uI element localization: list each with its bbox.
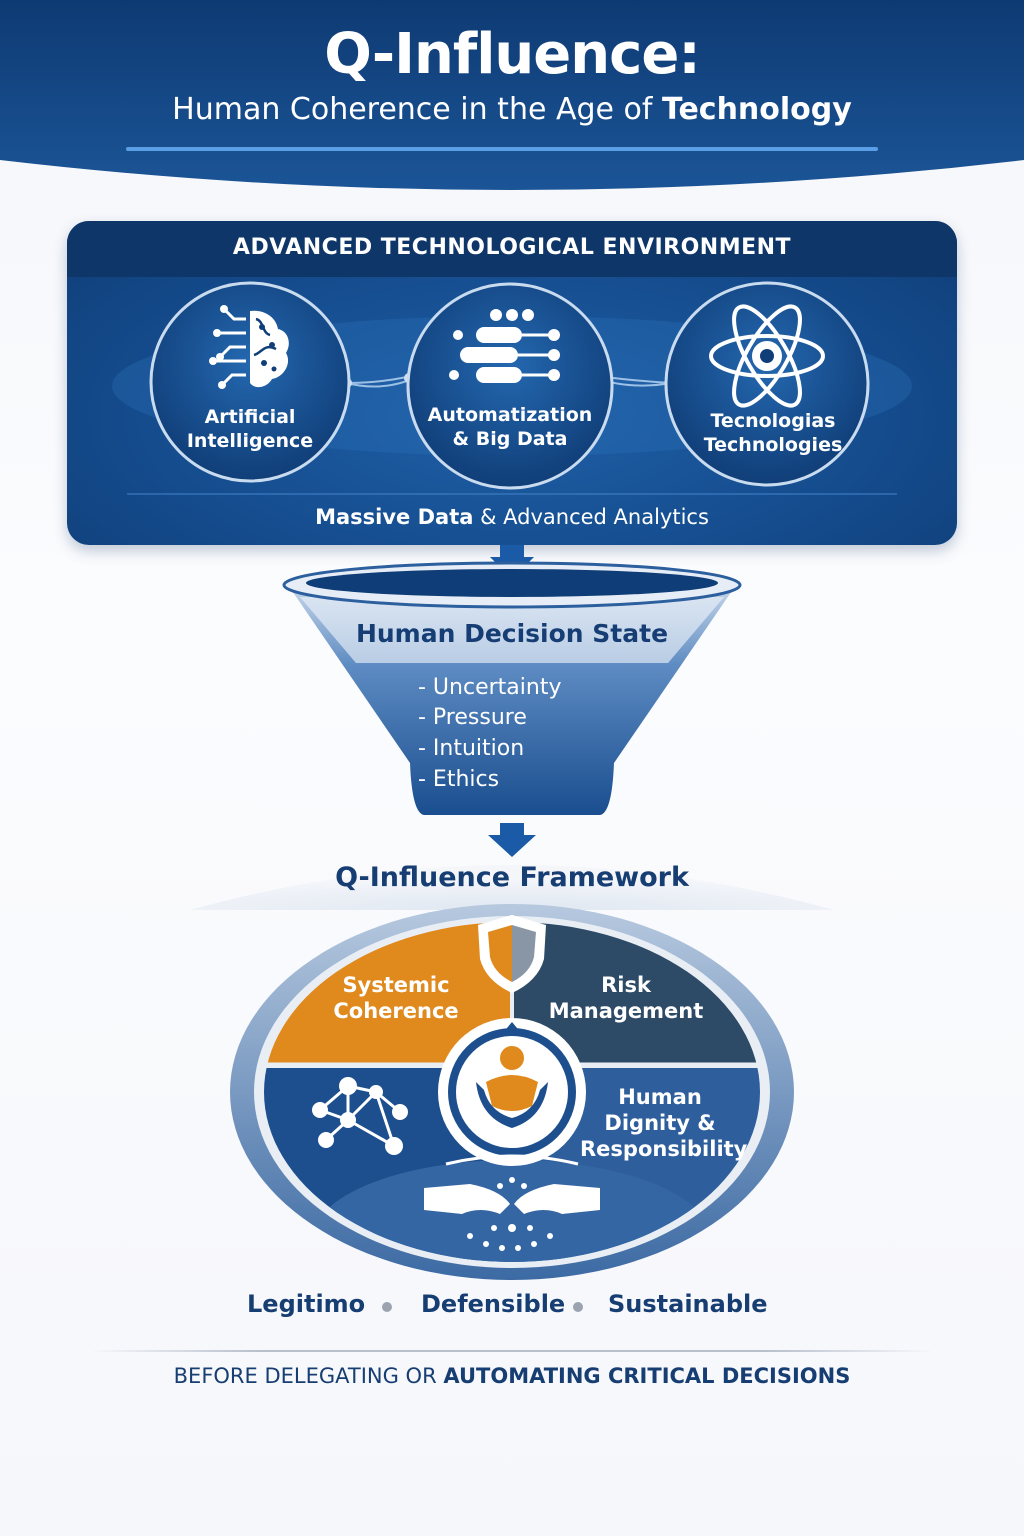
automation-node-label: Automatization & Big Data (427, 404, 593, 450)
data-pipeline-icon (449, 309, 560, 383)
environment-title-band (67, 221, 957, 277)
framework-title: Q-Influence Framework (335, 862, 689, 893)
environment-panel: ADVANCED TECHNOLOGICAL ENVIRONMENT (67, 221, 957, 545)
bullet-separator (573, 1302, 583, 1312)
outcome-legitimo: Legitimo (247, 1290, 366, 1318)
technologies-node-circle (664, 281, 870, 487)
arrow-down-icon (488, 823, 536, 857)
outcomes-row: Legitimo Defensible Sustainable (0, 1290, 1024, 1326)
decision-state-item: - Uncertainty (418, 675, 562, 700)
footer-divider (90, 1350, 934, 1352)
human-dignity-label: Human Dignity & Responsibility (580, 1085, 748, 1161)
subtitle-bold: Technology (661, 92, 852, 127)
decision-state-title: Human Decision State (355, 619, 669, 648)
environment-title: ADVANCED TECHNOLOGICAL ENVIRONMENT (232, 235, 792, 260)
environment-graphics (112, 281, 912, 495)
decision-state-item: - Ethics (418, 767, 500, 792)
header-banner (0, 0, 1024, 190)
shield-icon (478, 915, 546, 993)
person-in-hands-icon (438, 1018, 586, 1166)
framework-title-arc (190, 865, 834, 910)
decision-funnel (282, 545, 742, 857)
risk-management-label: Risk Management (548, 973, 704, 1023)
decision-state-item: - Intuition (418, 736, 525, 761)
framework-diagram (190, 865, 834, 1280)
page-subtitle: Human Coherence in the Age of Technology (0, 92, 1024, 127)
bullet-separator (382, 1302, 392, 1312)
environment-footer: Massive Data & Advanced Analytics (315, 505, 709, 529)
handshake-icon (424, 1154, 600, 1251)
header-divider (126, 147, 878, 151)
page-title: Q-Influence: (324, 22, 700, 87)
footer-note: BEFORE DELEGATING OR AUTOMATING CRITICAL… (173, 1364, 851, 1388)
ai-node-label: Artificial Intelligence (186, 406, 314, 452)
brain-circuit-icon (209, 305, 289, 389)
systemic-coherence-label: Systemic Coherence (333, 973, 459, 1023)
decision-state-item: - Pressure (418, 705, 527, 730)
atom-icon (709, 304, 825, 408)
outcome-sustainable: Sustainable (608, 1290, 768, 1318)
technologies-node-label: Tecnologias Technologies (703, 410, 843, 456)
outcome-defensible: Defensible (421, 1290, 566, 1318)
subtitle-plain: Human Coherence in the Age of (172, 92, 662, 127)
